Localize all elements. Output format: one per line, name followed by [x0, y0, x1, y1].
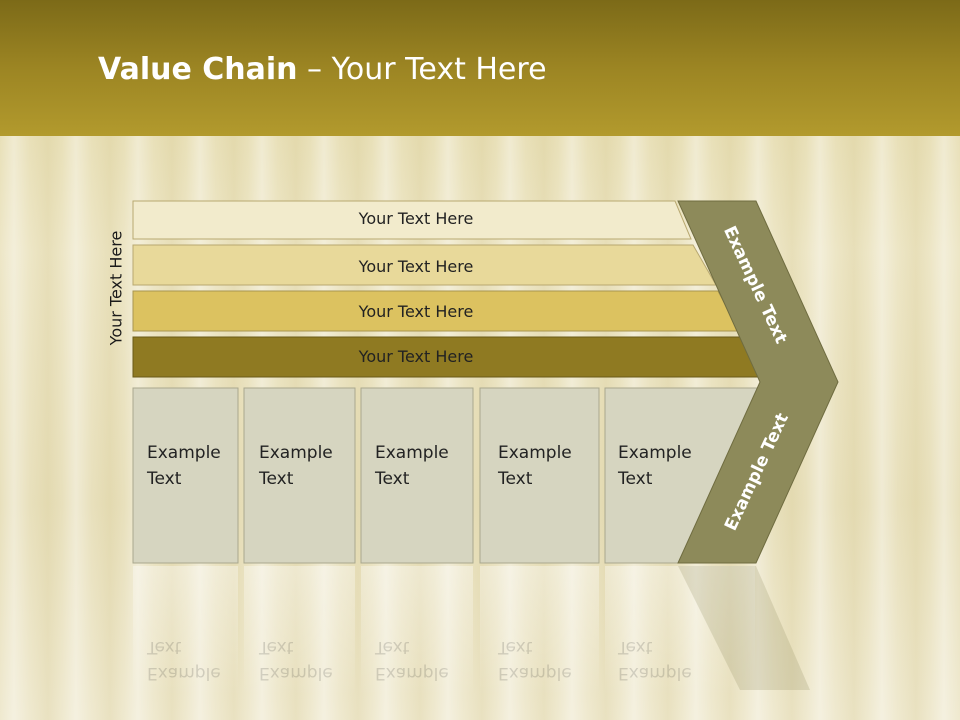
reflection-line2: Text [618, 637, 653, 657]
header-band [0, 0, 960, 136]
box-label-line2: Text [498, 469, 533, 489]
slide-title[interactable]: Value Chain – Your Text Here [98, 52, 547, 87]
box-label-line1: Example [375, 443, 449, 463]
bar-label-3: Your Text Here [358, 302, 474, 321]
box-reflection [361, 566, 473, 696]
box-label-1: Example Text [147, 440, 221, 492]
title-rest: – Your Text Here [297, 52, 547, 87]
box-label-3: Example Text [375, 440, 449, 492]
box-label-line2: Text [259, 469, 294, 489]
reflection-line2: Text [147, 637, 182, 657]
reflection-line1: Example [147, 663, 221, 683]
box-label-reflection: Example Text [618, 634, 692, 686]
box-reflection [480, 566, 599, 696]
box-label-4: Example Text [498, 440, 572, 492]
box-reflection [133, 566, 238, 696]
bar-label-2: Your Text Here [358, 257, 474, 276]
box-label-line1: Example [498, 443, 572, 463]
reflection-line2: Text [375, 637, 410, 657]
box-label-line2: Text [147, 469, 182, 489]
reflection-line1: Example [498, 663, 572, 683]
box-label-line1: Example [259, 443, 333, 463]
bar-label-4: Your Text Here [358, 347, 474, 366]
box-label-reflection: Example Text [147, 634, 221, 686]
bar-label-1: Your Text Here [358, 209, 474, 228]
box-label-line1: Example [147, 443, 221, 463]
box-1[interactable] [132, 387, 239, 564]
box-label-reflection: Example Text [375, 634, 449, 686]
box-label-line2: Text [618, 469, 653, 489]
box-label-reflection: Example Text [259, 634, 333, 686]
box-label-line1: Example [618, 443, 692, 463]
box-label-reflection: Example Text [498, 634, 572, 686]
reflection-line1: Example [375, 663, 449, 683]
box-3[interactable] [360, 387, 474, 564]
reflection-line2: Text [259, 637, 294, 657]
box-label-line2: Text [375, 469, 410, 489]
box-2[interactable] [243, 387, 356, 564]
box-reflection [244, 566, 355, 696]
bar-1[interactable] [132, 200, 692, 240]
reflection-line1: Example [259, 663, 333, 683]
reflection-line2: Text [498, 637, 533, 657]
reflection-line1: Example [618, 663, 692, 683]
chevron-arrow[interactable] [677, 200, 839, 564]
box-reflection [605, 566, 755, 696]
chevron-reflection [678, 566, 810, 690]
title-bold: Value Chain [98, 52, 298, 87]
box-label-5: Example Text [618, 440, 692, 492]
box-4[interactable] [479, 387, 600, 564]
box-label-2: Example Text [259, 440, 333, 492]
